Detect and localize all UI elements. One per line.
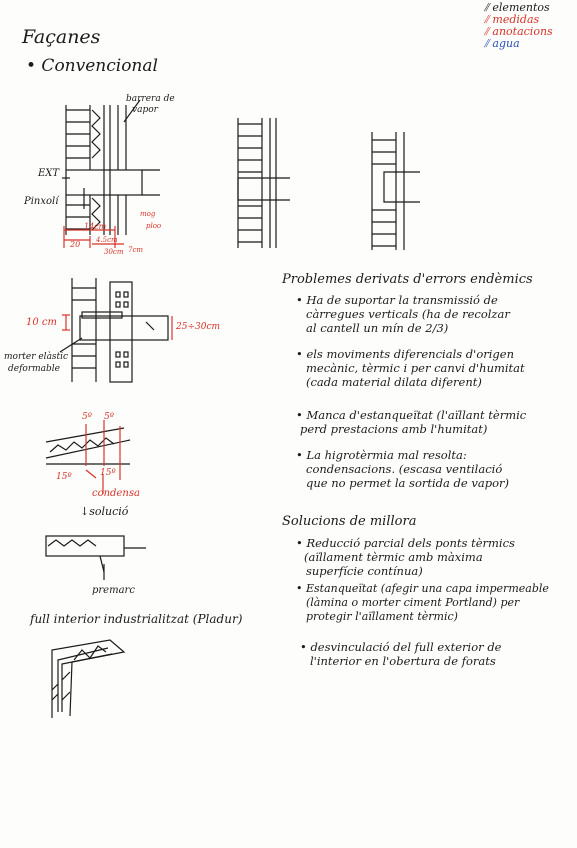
label-ploo: ploo (146, 222, 162, 230)
label-5deg-b: 5º (104, 412, 114, 422)
solution-3-line-1: • desvinculació del full exterior de (300, 640, 502, 654)
label-morter-elastic: morter elàstic (4, 352, 69, 362)
label-solucio: ↓solució (80, 505, 129, 518)
problem-4-line-3: que no permet la sortida de vapor) (306, 476, 509, 490)
solution-1-line-3: superfície contínua) (306, 564, 423, 578)
solution-2-line-3: protegir l'aïllament tèrmic) (306, 610, 458, 623)
problem-3-line-2: perd prestacions amb l'humitat) (300, 422, 488, 436)
solution-2-line-1: • Estanqueïtat (afegir una capa impermea… (296, 582, 549, 595)
problem-2-line-1: • els moviments diferencials d'origen (296, 347, 514, 361)
label-pladur: full interior industrialitzat (Pladur) (30, 612, 243, 626)
diagram-pladur-section (51, 639, 126, 718)
diagram-slab-section (237, 118, 290, 248)
diagram-recessed-section (371, 132, 420, 250)
diagram-solution-detail (45, 535, 146, 580)
label-condensa: condensa (92, 488, 140, 499)
label-premarc: premarc (92, 585, 135, 596)
color-legend: ⫽ elementos ⫽ medidas ⫽ anotacions ⫽ agu… (484, 2, 553, 50)
solution-item-3: • desvinculació del full exterior de l'i… (300, 640, 501, 668)
solution-item-1: • Reducció parcial dels ponts tèrmics (a… (296, 536, 515, 578)
legend-item-water: ⫽ agua (484, 37, 520, 50)
problem-2-line-2: mecànic, tèrmic i per canvi d'humitat (306, 361, 525, 375)
problem-1-line-1: • Ha de suportar la transmissió de (296, 293, 498, 307)
problem-3-line-1: • Manca d'estanqueïtat (l'aïllant tèrmic (296, 408, 527, 422)
label-7cm: 7cm (128, 246, 144, 254)
label-mog: mog (140, 210, 156, 218)
label-45cm: 4.5cm (96, 236, 118, 244)
problem-item-1: • Ha de suportar la transmissió de càrre… (296, 293, 510, 335)
legend-item-elements: ⫽ elementos (484, 1, 550, 14)
legend-item-annotations: ⫽ anotacions (484, 25, 553, 38)
diagram-lintel-section (59, 278, 173, 383)
label-ext: EXT (38, 168, 60, 179)
label-vapor: vapor (132, 105, 158, 115)
solution-2-line-2: (làmina o morter ciment Portland) per (306, 596, 520, 609)
problems-heading: Problemes derivats d'errors endèmics (282, 272, 533, 287)
problem-1-line-2: càrregues verticals (ha de recolzar (306, 307, 510, 321)
diagram-insulation-slope (45, 420, 131, 494)
label-barrera: barrera de (126, 94, 175, 104)
problem-item-4: • La higrotèrmia mal resolta: condensaci… (296, 448, 509, 490)
solution-1-line-2: (aïllament tèrmic amb màxima (304, 550, 483, 564)
label-deformable: deformable (8, 364, 61, 374)
problem-4-line-1: • La higrotèrmia mal resolta: (296, 448, 467, 462)
diagram-conventional-section (62, 99, 160, 248)
legend-item-measures: ⫽ medidas (484, 13, 540, 26)
solution-3-line-2: l'interior en l'obertura de forats (310, 654, 496, 668)
label-10cm: 10 cm (26, 317, 57, 328)
solution-1-line-1: • Reducció parcial dels ponts tèrmics (296, 536, 515, 550)
subtitle: • Convencional (26, 56, 158, 76)
label-pinxoli: Pinxolí (24, 196, 59, 207)
label-20: 20 (70, 240, 81, 249)
label-15deg-b: 15º (100, 468, 116, 478)
label-15deg-a: 15º (56, 472, 72, 482)
problem-item-2: • els moviments diferencials d'origen me… (296, 347, 525, 389)
problem-4-line-2: condensacions. (escasa ventilació (306, 462, 503, 476)
label-25-30cm: 25÷30cm (176, 322, 221, 332)
label-14cm: 14cm (84, 222, 107, 231)
label-5deg-a: 5º (82, 412, 92, 422)
label-30cm: 30cm (104, 248, 124, 256)
solutions-heading: Solucions de millora (282, 514, 417, 529)
problem-item-3: • Manca d'estanqueïtat (l'aïllant tèrmic… (296, 408, 526, 436)
solution-item-2: • Estanqueïtat (afegir una capa impermea… (296, 582, 549, 624)
problem-1-line-3: al cantell un mín de 2/3) (306, 321, 449, 335)
problem-2-line-3: (cada material dilata diferent) (306, 375, 482, 389)
page-title: Façanes (22, 26, 101, 48)
